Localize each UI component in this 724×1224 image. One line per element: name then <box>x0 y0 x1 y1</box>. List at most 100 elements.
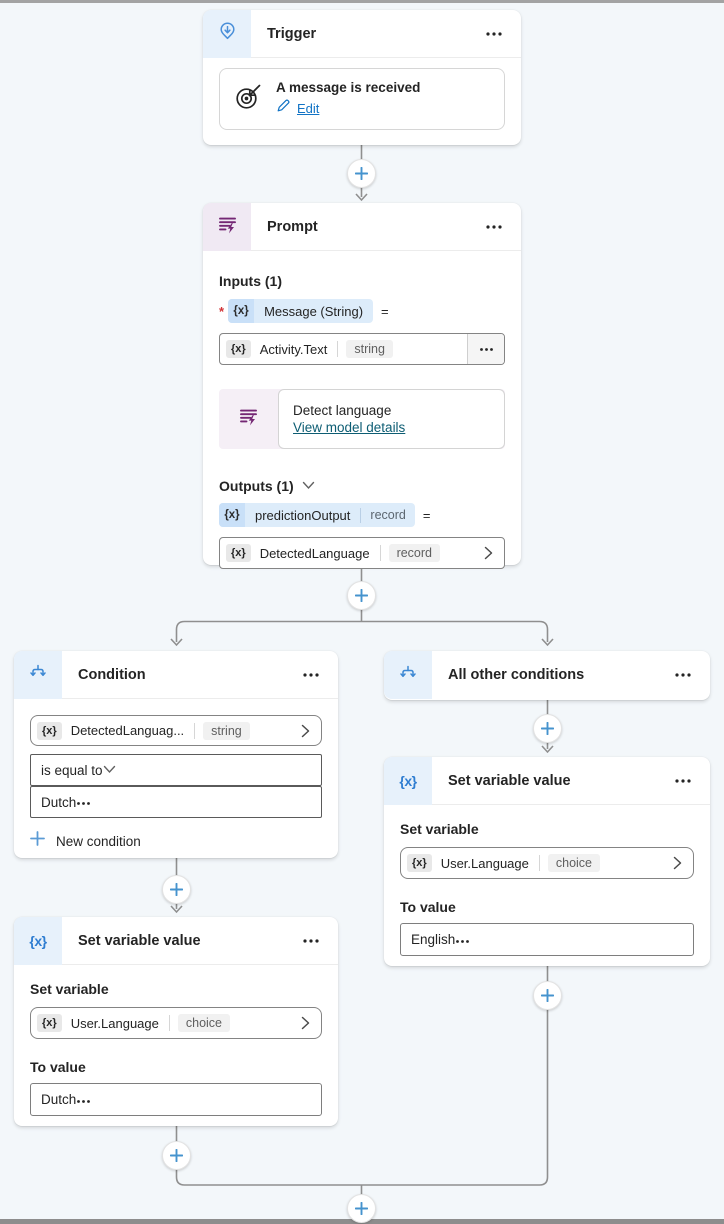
condition-more-button[interactable] <box>296 660 326 690</box>
trigger-card: Trigger A message is received <box>203 9 521 145</box>
fx-icon: {x} <box>226 544 251 562</box>
all-other-conditions-title: All other conditions <box>448 667 585 683</box>
chevron-right-icon <box>673 856 682 870</box>
set-variable-left-more-button[interactable] <box>296 926 326 956</box>
trigger-card-title: Trigger <box>267 25 317 42</box>
add-node-after-set-variable-left-button[interactable] <box>162 1141 191 1170</box>
fx-icon: {x} <box>407 854 432 872</box>
input-variable-chip[interactable]: {x} Message (String) <box>228 299 374 323</box>
model-card: Detect language View model details <box>278 389 505 449</box>
new-condition-button[interactable]: New condition <box>30 831 322 851</box>
all-other-conditions-header[interactable]: All other conditions <box>384 651 710 699</box>
set-variable-card-left: {x} Set variable value Set variable {x} … <box>14 916 338 1126</box>
trigger-event-card[interactable]: A message is received Edit <box>219 68 505 130</box>
branch-icon <box>398 663 418 688</box>
to-value-input[interactable]: English <box>400 923 694 956</box>
top-edge-bar <box>0 0 724 3</box>
pencil-icon <box>276 98 291 118</box>
field-type-badge: record <box>388 544 440 562</box>
model-icon-cell <box>219 389 278 449</box>
fx-icon: {x} <box>29 932 47 949</box>
to-value-label: To value <box>30 1059 86 1075</box>
chip-divider <box>360 507 362 523</box>
field-divider <box>194 722 196 739</box>
trigger-more-button[interactable] <box>479 19 509 49</box>
prompt-more-button[interactable] <box>479 212 509 242</box>
fx-icon: {x} <box>219 503 245 527</box>
add-node-after-condition-button[interactable] <box>162 875 191 904</box>
set-variable-right-title: Set variable value <box>448 772 571 789</box>
output-value-field[interactable]: {x} DetectedLanguage record <box>219 537 505 569</box>
add-node-join-button[interactable] <box>347 1194 376 1223</box>
equals-sign: = <box>381 303 389 319</box>
to-value: English <box>411 932 456 947</box>
output-chip-name: predictionOutput <box>255 507 351 523</box>
set-variable-right-more-button[interactable] <box>668 766 698 796</box>
condition-operator-dropdown[interactable]: is equal to <box>30 754 322 786</box>
condition-card: Condition {x} DetectedLanguag... string … <box>14 650 338 858</box>
set-variable-left-header[interactable]: {x} Set variable value <box>14 916 338 965</box>
field-divider <box>538 855 540 871</box>
all-other-icon-cell <box>384 651 432 699</box>
add-node-after-set-variable-right-button[interactable] <box>533 981 562 1010</box>
chevron-right-icon <box>484 546 493 560</box>
operator-value: is equal to <box>41 762 103 778</box>
fx-icon: {x} <box>37 1014 62 1032</box>
add-node-before-branch-button[interactable] <box>347 581 376 610</box>
trigger-edit-link[interactable]: Edit <box>297 100 320 116</box>
add-node-after-trigger-button[interactable] <box>347 159 376 188</box>
output-variable-chip[interactable]: {x} predictionOutput record <box>219 503 415 527</box>
field-more-button[interactable] <box>76 793 91 811</box>
chevron-down-icon <box>302 477 315 495</box>
field-value: User.Language <box>70 1015 159 1031</box>
condition-value: Dutch <box>41 794 77 810</box>
variable-picker-field[interactable]: {x} User.Language choice <box>30 1007 322 1039</box>
condition-icon-cell <box>14 650 62 699</box>
to-value-input[interactable]: Dutch <box>30 1083 322 1116</box>
set-variable-label: Set variable <box>400 821 479 837</box>
field-divider <box>337 341 339 357</box>
equals-sign: = <box>422 507 431 523</box>
field-type-badge: choice <box>547 854 601 872</box>
add-node-right-branch-top-button[interactable] <box>533 714 562 743</box>
field-more-button[interactable] <box>467 334 504 364</box>
prompt-icon <box>217 214 238 240</box>
output-chip-type: record <box>370 508 406 522</box>
prompt-card-header[interactable]: Prompt <box>203 202 521 251</box>
set-variable-card-right: {x} Set variable value Set variable {x} … <box>384 756 710 966</box>
to-value-label: To value <box>400 899 456 915</box>
field-value: User.Language <box>440 855 529 871</box>
set-variable-label: Set variable <box>30 981 109 997</box>
trigger-card-header[interactable]: Trigger <box>203 9 521 58</box>
model-name: Detect language <box>293 403 392 418</box>
condition-value-input[interactable]: Dutch <box>30 786 322 818</box>
set-variable-icon-cell: {x} <box>14 916 62 965</box>
field-more-button[interactable] <box>76 1091 91 1109</box>
field-value: Activity.Text <box>259 341 328 357</box>
field-type-badge: string <box>203 721 250 740</box>
trigger-icon-cell <box>203 9 251 58</box>
branch-icon <box>28 662 48 687</box>
fx-icon: {x} <box>228 299 255 323</box>
field-more-button[interactable] <box>455 931 470 949</box>
prompt-card: Prompt Inputs (1) * {x} Message (String)… <box>203 202 521 569</box>
message-input-field[interactable]: {x} Activity.Text string <box>219 333 505 365</box>
outputs-label: Outputs (1) <box>219 478 294 494</box>
fx-icon: {x} <box>226 340 251 358</box>
condition-card-header[interactable]: Condition <box>14 650 338 699</box>
condition-variable-field[interactable]: {x} DetectedLanguag... string <box>30 715 322 746</box>
set-variable-icon-cell: {x} <box>384 756 432 805</box>
view-model-details-link[interactable]: View model details <box>293 420 406 435</box>
set-variable-right-header[interactable]: {x} Set variable value <box>384 756 710 805</box>
variable-picker-field[interactable]: {x} User.Language choice <box>400 847 694 879</box>
field-value: DetectedLanguage <box>259 545 370 561</box>
outputs-toggle[interactable]: Outputs (1) <box>219 477 505 495</box>
fx-icon: {x} <box>399 772 417 789</box>
field-divider <box>168 1015 170 1031</box>
chevron-down-icon <box>103 761 116 779</box>
all-other-more-button[interactable] <box>668 660 698 690</box>
field-value: DetectedLanguag... <box>70 723 185 738</box>
prompt-card-title: Prompt <box>267 218 318 235</box>
